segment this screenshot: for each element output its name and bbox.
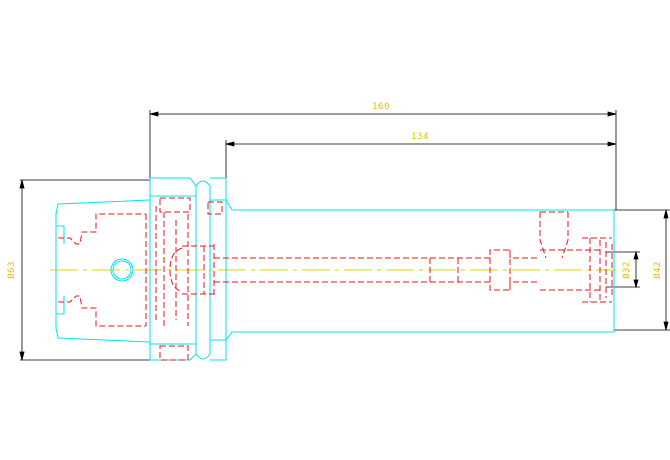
dim-gauge-length: 134 (411, 132, 429, 142)
hidden-lines (58, 197, 613, 361)
part-outline (55, 177, 615, 361)
dim-overall-length: 160 (372, 102, 390, 112)
dimension-texts: 160 134 Ø63 Ø42 Ø32 (6, 102, 663, 279)
dim-body-diameter: Ø42 (652, 261, 663, 279)
dim-flange-diameter: Ø63 (6, 261, 17, 279)
dimension-lines (19, 110, 670, 361)
dim-bore-diameter: Ø32 (621, 261, 632, 279)
